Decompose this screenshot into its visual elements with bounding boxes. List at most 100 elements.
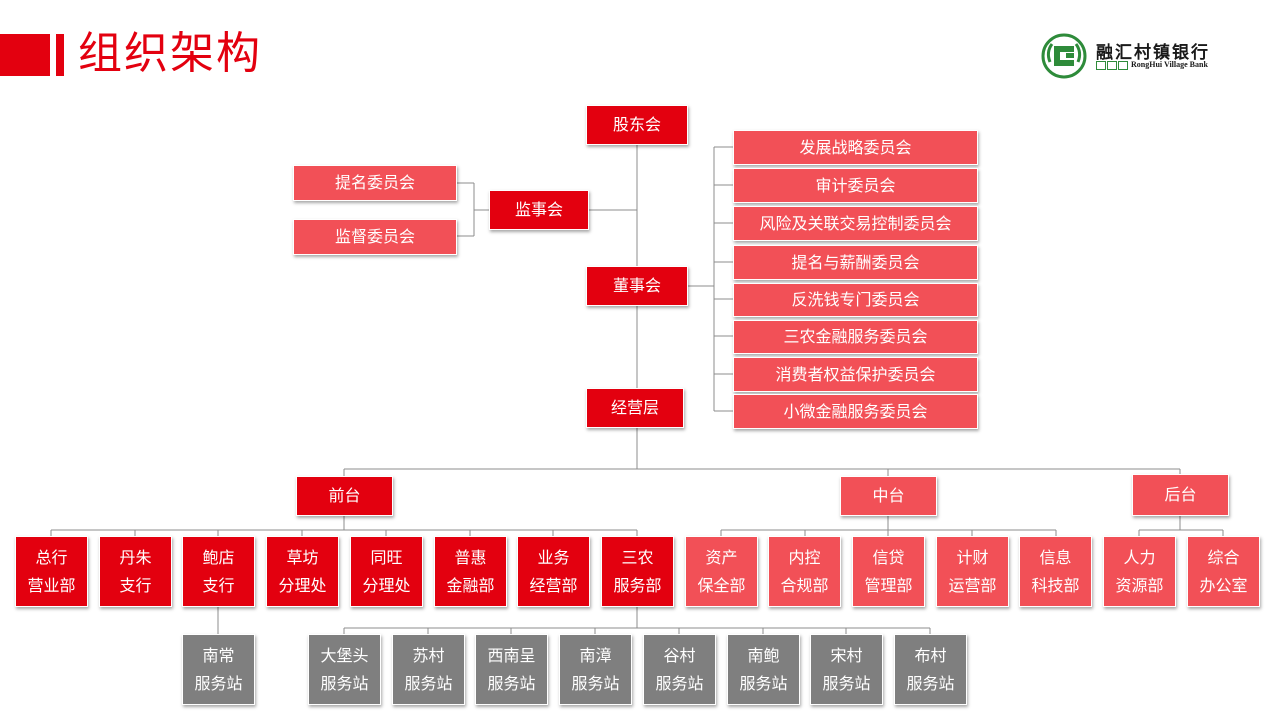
station-line-1: 南漳 — [579, 645, 612, 665]
station-line-1: 大堡头 — [320, 645, 369, 665]
station-line-1: 南常 — [202, 645, 235, 665]
dept-line-1: 综合 — [1207, 547, 1240, 567]
node-middle-dept: 信贷管理部 — [852, 536, 925, 607]
dept-line-1: 草坊 — [286, 547, 319, 567]
station-line-1: 西南呈 — [487, 645, 536, 665]
node-consumer-protection-committee: 消费者权益保护委员会 — [733, 357, 978, 392]
dept-line-2: 金融部 — [446, 575, 495, 595]
node-nomination-remuneration-committee: 提名与薪酬委员会 — [733, 245, 978, 280]
node-front-dept: 业务经营部 — [517, 536, 590, 607]
node-front-dept: 丹朱支行 — [99, 536, 172, 607]
dept-line-2: 运营部 — [948, 575, 997, 595]
dept-line-1: 信息 — [1039, 547, 1072, 567]
dept-line-2: 支行 — [202, 575, 235, 595]
node-middle-office: 中台 — [840, 476, 937, 516]
dept-line-1: 人力 — [1123, 547, 1156, 567]
dept-line-2: 支行 — [119, 575, 152, 595]
logo-tag-2 — [1107, 60, 1117, 70]
node-front-office: 前台 — [296, 476, 393, 516]
bank-name-en: RongHui Village Bank — [1096, 60, 1208, 70]
node-service-station: 大堡头服务站 — [308, 634, 381, 705]
dept-line-2: 营业部 — [27, 575, 76, 595]
dept-line-1: 同旺 — [370, 547, 403, 567]
node-middle-dept: 内控合规部 — [768, 536, 841, 607]
dept-line-1: 信贷 — [872, 547, 905, 567]
station-line-2: 服务站 — [739, 673, 788, 693]
node-front-dept: 鲍店支行 — [182, 536, 255, 607]
dept-line-2: 管理部 — [864, 575, 913, 595]
node-service-station: 布村服务站 — [894, 634, 967, 705]
node-rural-finance-committee: 三农金融服务委员会 — [733, 320, 978, 354]
node-front-dept: 普惠金融部 — [434, 536, 507, 607]
node-front-dept: 草坊分理处 — [266, 536, 339, 607]
node-service-station: 谷村服务站 — [643, 634, 716, 705]
node-supervisors: 监事会 — [489, 190, 589, 230]
node-service-station: 南漳服务站 — [559, 634, 632, 705]
dept-line-2: 经营部 — [529, 575, 578, 595]
dept-line-1: 鲍店 — [202, 547, 235, 567]
node-middle-dept: 信息科技部 — [1019, 536, 1092, 607]
station-line-1: 南鲍 — [747, 645, 780, 665]
node-service-station: 南常服务站 — [182, 634, 255, 705]
node-back-office: 后台 — [1132, 474, 1229, 516]
node-service-station: 苏村服务站 — [392, 634, 465, 705]
title-accent-block — [0, 34, 50, 76]
dept-line-1: 计财 — [956, 547, 989, 567]
bank-logo: 融汇村镇银行 RongHui Village Bank — [1040, 32, 1240, 80]
dept-line-2: 办公室 — [1199, 575, 1248, 595]
station-line-2: 服务站 — [906, 673, 955, 693]
dept-line-2: 保全部 — [697, 575, 746, 595]
node-service-station: 南鲍服务站 — [727, 634, 800, 705]
dept-line-1: 内控 — [788, 547, 821, 567]
logo-tag-3 — [1118, 60, 1128, 70]
dept-line-1: 三农 — [621, 547, 654, 567]
dept-line-1: 资产 — [705, 547, 738, 567]
node-back-dept: 综合办公室 — [1187, 536, 1260, 607]
dept-line-1: 业务 — [537, 547, 570, 567]
title-accent-bar — [56, 34, 64, 76]
node-strategy-committee: 发展战略委员会 — [733, 130, 978, 165]
node-microfinance-committee: 小微金融服务委员会 — [733, 394, 978, 429]
dept-line-2: 分理处 — [362, 575, 411, 595]
station-line-1: 布村 — [914, 645, 947, 665]
node-nomination-committee-supervisory: 提名委员会 — [293, 165, 457, 201]
node-aml-committee: 反洗钱专门委员会 — [733, 283, 978, 317]
bank-name-en-text: RongHui Village Bank — [1131, 60, 1208, 69]
bank-name-cn: 融汇村镇银行 — [1096, 43, 1210, 63]
node-front-dept: 三农服务部 — [601, 536, 674, 607]
dept-line-1: 普惠 — [454, 547, 487, 567]
station-line-2: 服务站 — [571, 673, 620, 693]
dept-line-1: 丹朱 — [119, 547, 152, 567]
node-oversight-committee: 监督委员会 — [293, 219, 457, 255]
node-management: 经营层 — [586, 388, 684, 428]
node-middle-dept: 资产保全部 — [685, 536, 758, 607]
station-line-1: 宋村 — [830, 645, 863, 665]
node-service-station: 西南呈服务站 — [475, 634, 548, 705]
station-line-2: 服务站 — [404, 673, 453, 693]
node-middle-dept: 计财运营部 — [936, 536, 1009, 607]
dept-line-2: 合规部 — [780, 575, 829, 595]
station-line-2: 服务站 — [194, 673, 243, 693]
station-line-1: 谷村 — [663, 645, 696, 665]
dept-line-2: 科技部 — [1031, 575, 1080, 595]
node-back-dept: 人力资源部 — [1103, 536, 1176, 607]
dept-line-2: 资源部 — [1115, 575, 1164, 595]
dept-line-2: 服务部 — [613, 575, 662, 595]
node-shareholders: 股东会 — [586, 105, 688, 145]
node-front-dept: 总行营业部 — [15, 536, 88, 607]
logo-tag-1 — [1096, 60, 1106, 70]
station-line-2: 服务站 — [822, 673, 871, 693]
node-service-station: 宋村服务站 — [810, 634, 883, 705]
node-risk-committee: 风险及关联交易控制委员会 — [733, 206, 978, 241]
dept-line-1: 总行 — [35, 547, 68, 567]
node-audit-committee: 审计委员会 — [733, 168, 978, 203]
station-line-2: 服务站 — [487, 673, 536, 693]
node-front-dept: 同旺分理处 — [350, 536, 423, 607]
dept-line-2: 分理处 — [278, 575, 327, 595]
station-line-1: 苏村 — [412, 645, 445, 665]
bank-emblem-icon — [1041, 33, 1087, 79]
page-title: 组织架构 — [78, 28, 262, 79]
node-board: 董事会 — [586, 266, 688, 306]
station-line-2: 服务站 — [655, 673, 704, 693]
